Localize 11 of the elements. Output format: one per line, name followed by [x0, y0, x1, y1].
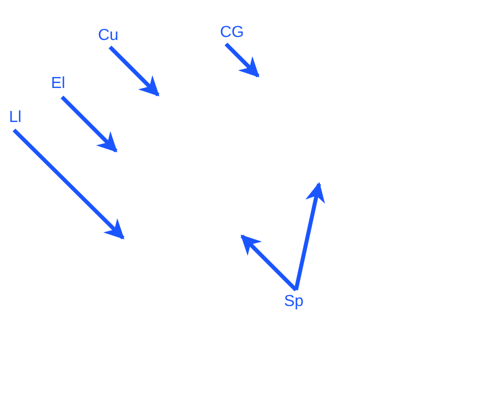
vector-label: Cu: [98, 27, 118, 45]
vector-label: CG: [220, 24, 244, 42]
arrow: [240, 234, 298, 292]
arrow: [60, 96, 118, 152]
vector-label: Ll: [9, 109, 22, 127]
arrow: [108, 46, 160, 96]
arrow: [224, 42, 260, 78]
arrow: [12, 128, 124, 240]
vector-label: El: [51, 75, 66, 93]
vector-label: Sp: [284, 293, 304, 311]
arrow: [294, 182, 325, 290]
